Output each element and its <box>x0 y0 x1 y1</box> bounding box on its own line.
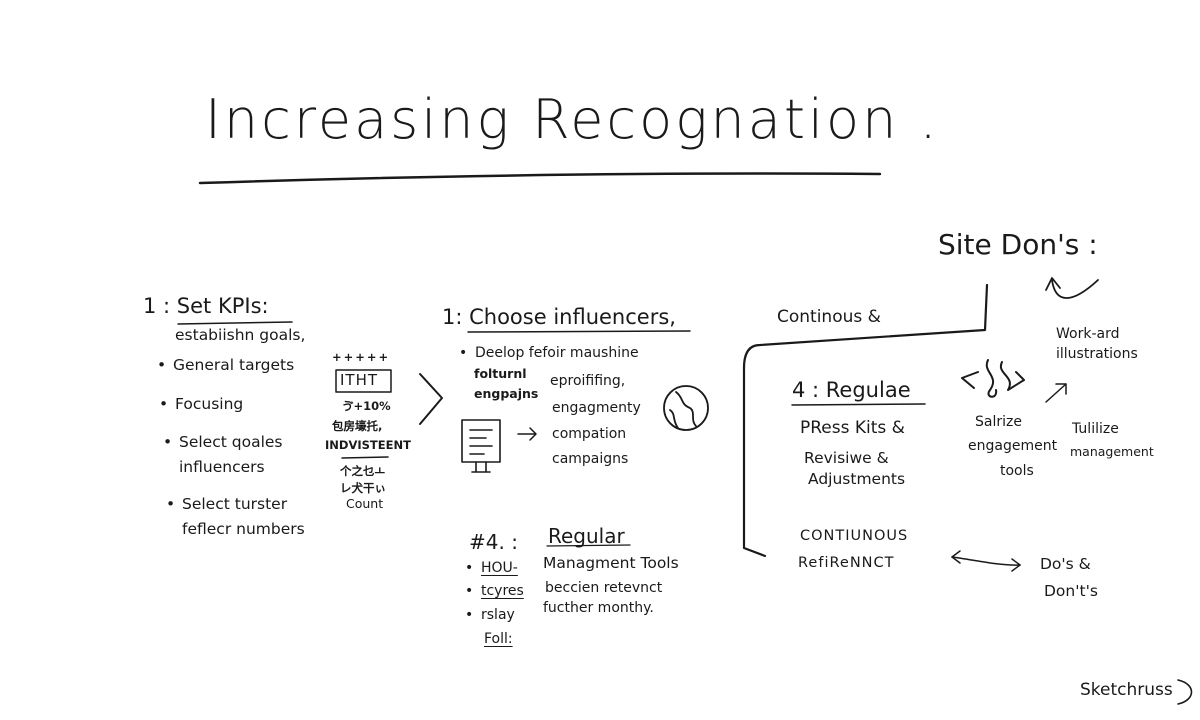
section4-right-line: fucther monthy. <box>543 600 654 616</box>
signature: Sketchruss <box>1080 680 1173 700</box>
site-dons-heading: Site Don's : <box>938 228 1098 261</box>
curve-arrow <box>1051 279 1099 299</box>
influencers-line: engagmenty <box>552 400 641 416</box>
regular-underline <box>546 544 631 547</box>
adjustments-label: Adjustments <box>808 470 906 488</box>
right-arrow-icon <box>517 427 537 441</box>
section4-title-a: Regular <box>548 524 625 548</box>
panel-sym2: レ犬干ぃ <box>340 481 386 495</box>
panel-count: Count <box>346 496 384 511</box>
diag-arrow <box>1045 383 1067 403</box>
section4-title-b: Managment Tools <box>543 554 679 572</box>
influencers-underline <box>467 330 691 333</box>
ittht-box <box>335 369 392 393</box>
continous-label: Continous & <box>777 307 881 327</box>
influencers-line: engpajns <box>474 386 539 401</box>
donts-label: Don't's <box>1044 582 1098 600</box>
influencers-line: campaigns <box>552 451 629 467</box>
panel-boxed-text: ITHT <box>340 371 379 389</box>
signature-paren <box>1177 679 1193 705</box>
section4-left-line: rslay <box>465 607 515 623</box>
work-ard-label: Work-ard <box>1056 326 1120 342</box>
kpi-subheading: estabiishn goals, <box>175 326 306 344</box>
kpi-item: General targets <box>157 356 294 374</box>
curve-arrow-head <box>1045 277 1061 291</box>
count-bar <box>341 456 389 459</box>
influencers-line: folturnl <box>474 366 527 381</box>
page-title: Increasing Recognation . <box>205 88 940 151</box>
refirennct-label: RefiReNNCT <box>798 555 895 571</box>
regulae-underline <box>791 403 926 406</box>
kpi-heading: 1 : Set KPIs: <box>143 294 269 318</box>
bracket-line <box>742 283 989 558</box>
title-underline <box>198 172 882 185</box>
panel-stars: + + + + + <box>332 350 388 364</box>
section4-left-line: Foll: <box>484 631 513 647</box>
salrize-label: Salrize <box>975 414 1022 430</box>
revisiwe-label: Revisiwe & <box>804 449 889 467</box>
kpi-item: Focusing <box>159 395 243 413</box>
section4-left-line: HOU- <box>465 560 518 576</box>
section4-heading: #4. : <box>469 530 518 554</box>
influencers-line: Deelop fefoir maushine <box>459 345 639 361</box>
kpi-item: Select turster <box>166 495 287 513</box>
illustrations-label: illustrations <box>1056 346 1138 362</box>
influencers-line: compation <box>552 426 627 442</box>
section4-left-line: tcyres <box>465 583 524 599</box>
dos-label: Do's & <box>1040 555 1091 573</box>
globe-icon <box>663 385 709 431</box>
kpi-item: feflecr numbers <box>182 520 305 538</box>
kpi-underline <box>177 321 293 325</box>
double-arrow-left-head <box>951 550 961 564</box>
double-arrow-right-head <box>1011 558 1021 572</box>
diag-arrow-head <box>1055 383 1067 395</box>
press-kits-label: PRess Kits & <box>800 418 905 438</box>
panel-pct: ゔ+10% <box>342 399 391 413</box>
section4-right-line: beccien retevnct <box>545 580 663 596</box>
management-label: management <box>1070 444 1154 459</box>
regulae-heading: 4 : Regulae <box>792 378 911 402</box>
squiggle-icon <box>961 359 1025 398</box>
influencers-line: eproififing, <box>550 373 626 389</box>
panel-sym1: 个之乜ㅗ <box>340 464 386 478</box>
document-icon <box>461 419 501 473</box>
kpi-item: influencers <box>179 458 265 476</box>
kpi-item: Select qoales <box>163 433 283 451</box>
chevron-right-icon <box>419 373 443 425</box>
tools-label: tools <box>1000 463 1034 479</box>
double-arrow <box>951 556 1021 566</box>
panel-indv: INDVISTEENT <box>325 438 411 452</box>
panel-cjk: 包房壕托, <box>332 419 383 433</box>
engagement-label: engagement <box>968 438 1058 454</box>
influencers-heading: 1: Choose influencers, <box>442 305 676 329</box>
continuous-label: CONTIUNOUS <box>800 528 909 544</box>
tulilize-label: Tulilize <box>1072 421 1119 437</box>
